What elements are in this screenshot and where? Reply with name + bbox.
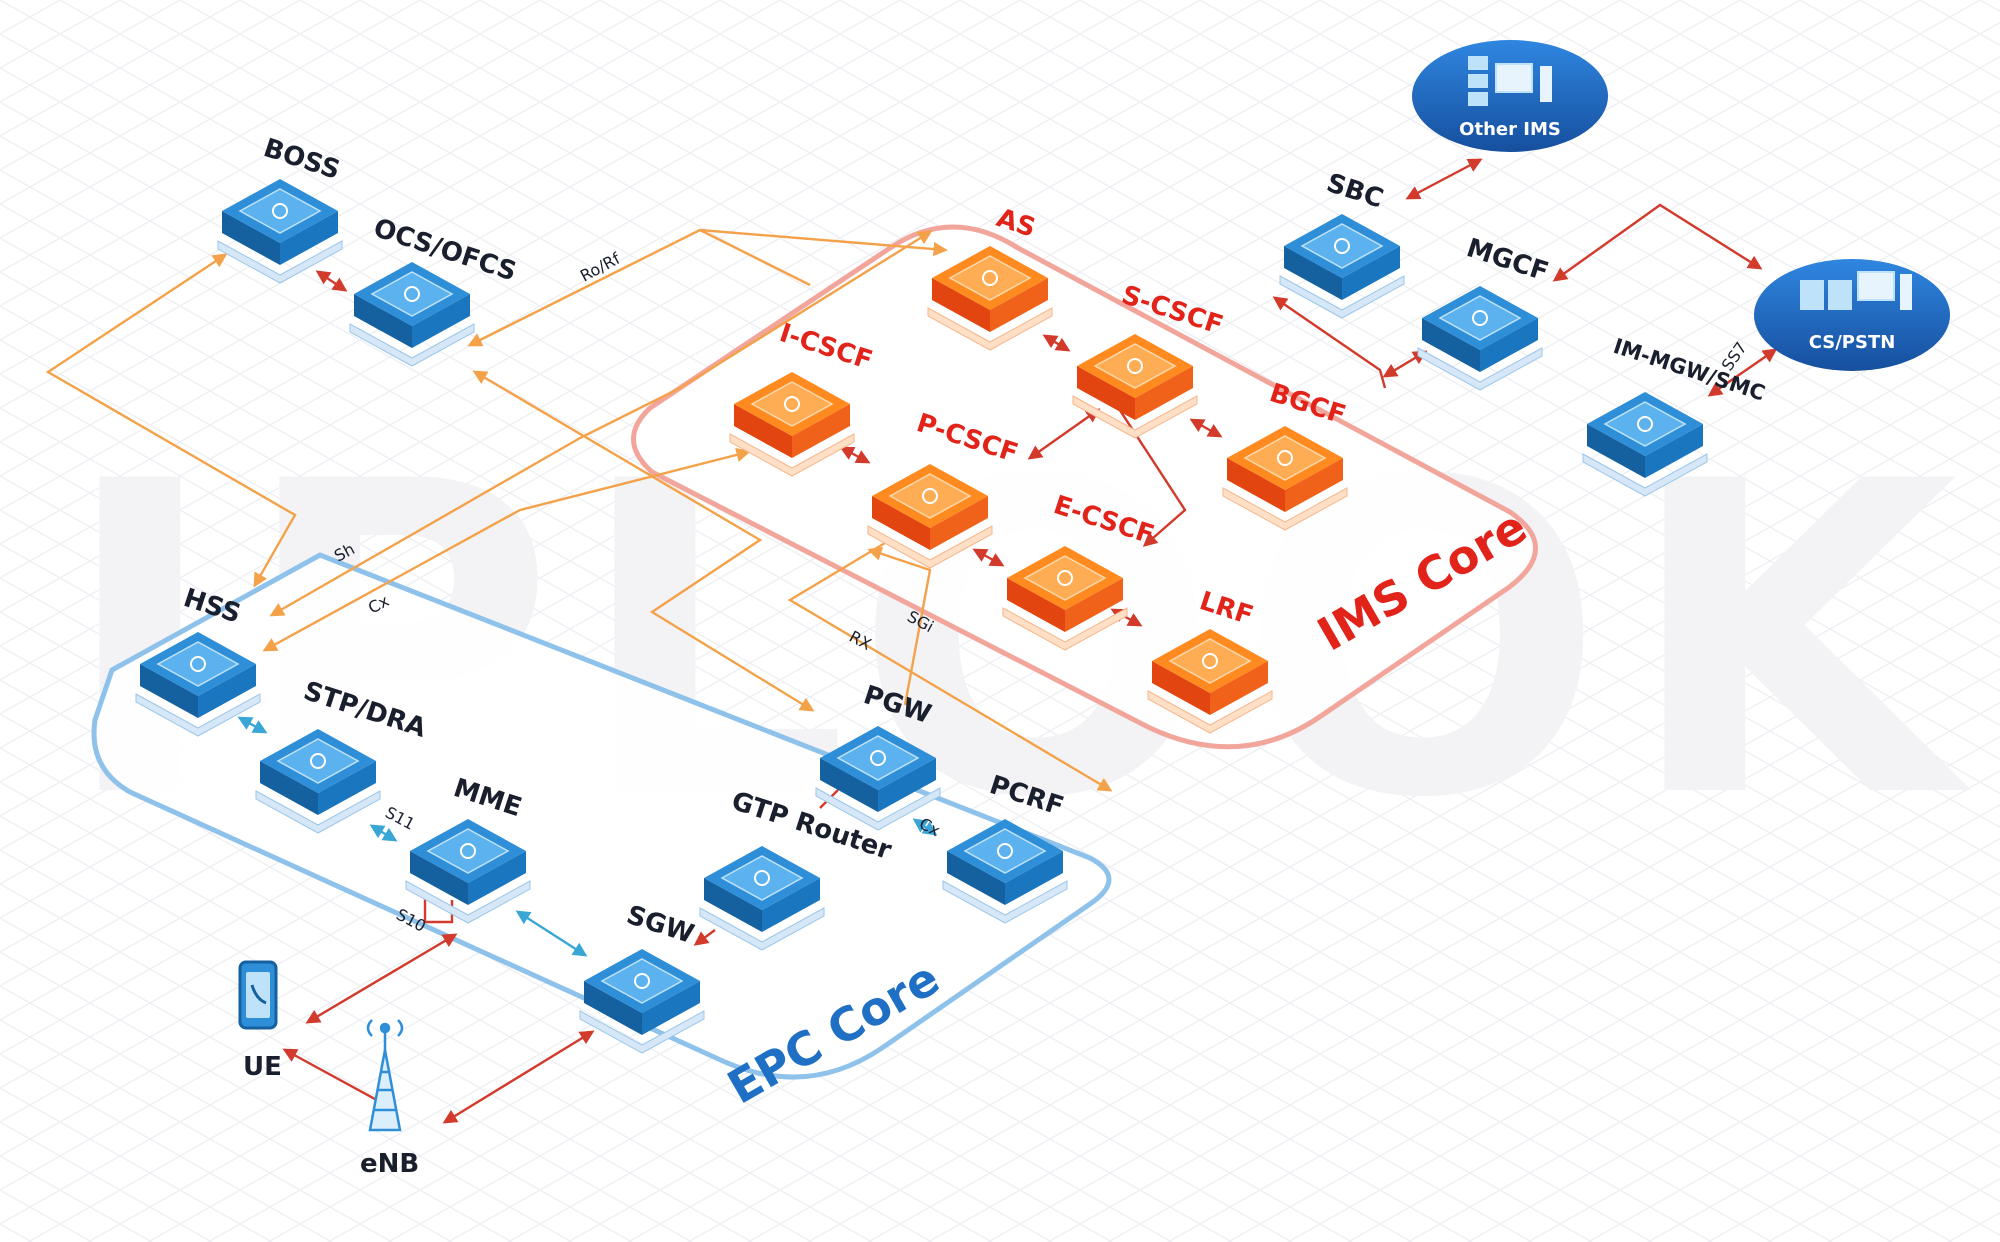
link-ocs-pgw bbox=[472, 370, 815, 712]
links bbox=[45, 158, 1778, 1124]
smartphone-icon bbox=[238, 960, 278, 1030]
cloud-cs-pstn[interactable]: CS/PSTN bbox=[1754, 259, 1950, 371]
link-mgcf-cspstn bbox=[1552, 203, 1763, 282]
link-scscf-bgcf bbox=[1189, 418, 1223, 438]
link-enb-sgw bbox=[442, 1030, 595, 1124]
node-ue[interactable]: UE bbox=[238, 960, 282, 1082]
link-boss-ocs bbox=[315, 270, 348, 292]
link-hss-stp bbox=[237, 716, 268, 734]
server-workstation-icon bbox=[1468, 56, 1552, 106]
link-mme-sgw bbox=[515, 910, 588, 957]
cloud-label-cs-pstn: CS/PSTN bbox=[1809, 332, 1896, 353]
node-label-enb: eNB bbox=[360, 1149, 419, 1179]
link-ue-mme bbox=[305, 933, 458, 1024]
link-scscf-pcscf bbox=[1027, 408, 1101, 460]
link-rx bbox=[787, 538, 1113, 792]
epc-core-platform bbox=[91, 552, 1112, 1080]
link-pcscf-ecscf bbox=[972, 548, 1005, 567]
cell-tower-icon bbox=[366, 1019, 404, 1132]
link-pgw-pcrf bbox=[912, 818, 938, 836]
link-sbc-bgcf bbox=[1272, 296, 1387, 389]
link-ecscf-lrf bbox=[1110, 608, 1143, 627]
link-icscf-pcscf bbox=[839, 446, 871, 464]
link-immgw-cspstn bbox=[1707, 348, 1778, 397]
cloud-other-ims[interactable]: Other IMS bbox=[1412, 40, 1608, 152]
link-stp-mme bbox=[369, 824, 398, 842]
link-sgi bbox=[867, 546, 932, 706]
link-sbc-otherims bbox=[1405, 158, 1483, 200]
cloud-label-other-ims: Other IMS bbox=[1459, 119, 1561, 140]
link-gtp-sgw bbox=[693, 929, 716, 946]
link-as-scscf bbox=[1042, 334, 1071, 352]
node-label-ue: UE bbox=[243, 1052, 282, 1082]
server-workstation-icon bbox=[1800, 271, 1912, 310]
node-enb[interactable]: eNB bbox=[360, 1019, 419, 1179]
